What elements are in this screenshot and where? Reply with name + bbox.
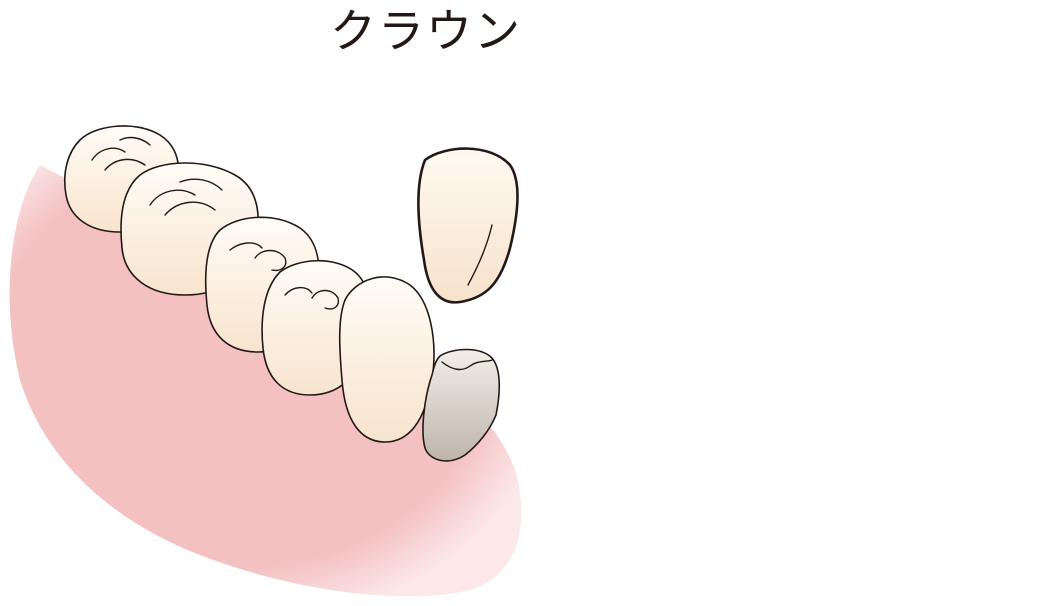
crown-front-tooth [418, 149, 517, 303]
crown-label: クラウン [330, 8, 522, 54]
left-canine [340, 277, 434, 442]
left-jaw-before [10, 126, 522, 596]
